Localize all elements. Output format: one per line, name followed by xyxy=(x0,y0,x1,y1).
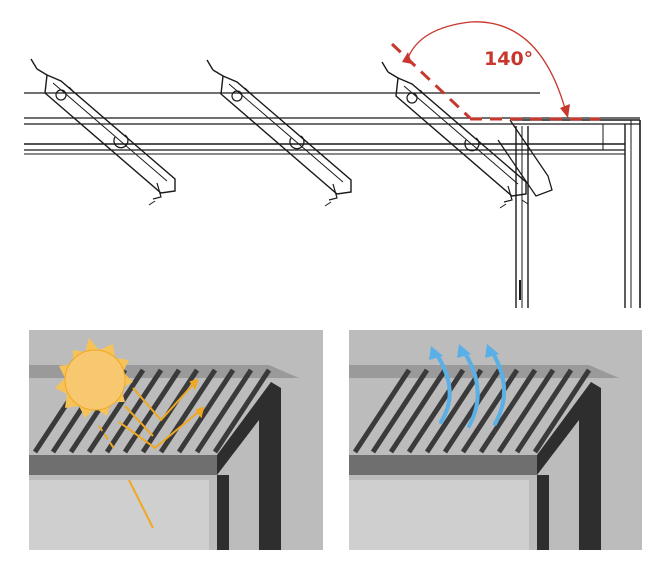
corner-post-front xyxy=(537,475,549,550)
horizontal-beams xyxy=(24,92,640,155)
side-beam xyxy=(537,382,601,550)
louver-slats xyxy=(352,368,592,454)
corner-post-front xyxy=(217,475,229,550)
rotation-angle-indicator: 140° xyxy=(390,21,600,121)
louver-rotation-diagram: 140° xyxy=(24,21,641,308)
sun-icon xyxy=(55,338,133,418)
louver-rotation-svg: 140° xyxy=(24,21,641,308)
louver-blade-3 xyxy=(381,61,527,209)
side-beam xyxy=(217,382,281,550)
front-beam xyxy=(29,455,217,475)
air-ventilation-panel xyxy=(349,330,642,550)
airflow-arrows-icon xyxy=(433,348,506,428)
air-ventilation-svg xyxy=(349,330,642,550)
louver-blade-2 xyxy=(206,59,352,207)
corner-post xyxy=(512,119,641,308)
airflow-arrowheads xyxy=(429,344,499,360)
sunlight-reflection-panel xyxy=(29,330,323,550)
angle-label: 140° xyxy=(484,48,533,70)
louver-blades xyxy=(30,58,553,209)
front-beam xyxy=(349,455,537,475)
louver-blade-1 xyxy=(30,58,176,206)
sun-reflection-rays xyxy=(98,378,205,529)
sunlight-reflection-svg xyxy=(29,330,323,550)
